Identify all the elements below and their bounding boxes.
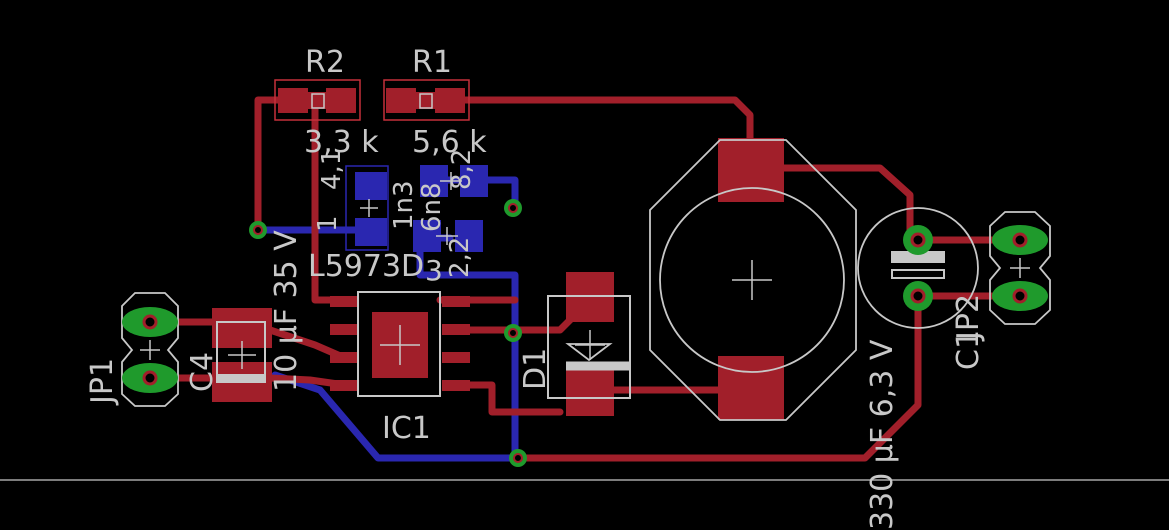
c4-name-label: C4 xyxy=(185,352,220,392)
inductor-pad-bottom[interactable] xyxy=(718,356,784,420)
r2-silk-frame xyxy=(274,79,361,121)
through-hole-pads xyxy=(122,199,1048,467)
d1-outline xyxy=(547,295,631,399)
bottom-pad[interactable] xyxy=(460,165,488,197)
inductor-outline xyxy=(649,139,857,421)
via-hole xyxy=(508,203,518,213)
ic1-pin[interactable] xyxy=(442,352,470,363)
r1-silk-mark xyxy=(419,93,433,109)
c1-name-label: C1 xyxy=(951,330,986,370)
overlap-text: 1n3 xyxy=(389,180,419,230)
ic1-outline xyxy=(357,291,441,397)
d1-pad-bottom[interactable] xyxy=(566,364,614,416)
silkscreen-text: R2 R1 3,3 k 5,6 k IC1 L5973D 4,1 1 1n3 8… xyxy=(85,45,986,530)
silkscreen-layer xyxy=(121,79,1051,421)
r2-name-label: R2 xyxy=(305,45,345,80)
jp1-hole-2 xyxy=(142,370,158,386)
via-hole xyxy=(508,328,518,338)
via-hole xyxy=(513,453,523,463)
r1-value-label: 5,6 k xyxy=(412,125,487,160)
c1-value-label: 330 µF 6,3 V xyxy=(865,339,900,530)
ic1-pin[interactable] xyxy=(442,380,470,391)
overlap-text: 1 xyxy=(313,215,343,232)
via-hole xyxy=(253,225,263,235)
top-trace[interactable] xyxy=(456,381,564,416)
r2-pad-right[interactable] xyxy=(326,88,356,113)
overlap-text: 3 xyxy=(425,254,443,287)
overlap-text: 2,2 xyxy=(445,237,475,278)
overlap-text: 6n8 xyxy=(417,182,447,232)
jp2-hole-1 xyxy=(1012,232,1028,248)
r1-silk-frame xyxy=(383,79,470,121)
jp2-hole-2 xyxy=(1012,288,1028,304)
bottom-outline-boxes xyxy=(345,165,389,251)
ic1-pin[interactable] xyxy=(330,324,358,335)
bottom-pad[interactable] xyxy=(355,172,387,200)
ic1-pin[interactable] xyxy=(442,324,470,335)
jp1-name-label: JP1 xyxy=(85,358,120,406)
r2-body xyxy=(300,92,330,109)
c1-hole-plus xyxy=(910,232,926,248)
ic1-pin[interactable] xyxy=(330,352,358,363)
bottom-pad[interactable] xyxy=(455,220,483,252)
jp1-outline xyxy=(121,292,179,407)
bottom-component-outline xyxy=(345,165,389,251)
d1-triangle xyxy=(565,343,613,362)
ic1-pin[interactable] xyxy=(330,380,358,391)
c4-value-label: 10 µF 35 V xyxy=(269,230,304,392)
ic1-pin[interactable] xyxy=(442,296,470,307)
c1-minus-bar xyxy=(891,269,945,279)
top-trace[interactable] xyxy=(511,292,922,462)
jp2-outline xyxy=(989,211,1051,325)
jp2-name-label: JP2 xyxy=(951,294,986,342)
inductor-circle xyxy=(659,187,845,373)
r1-name-label: R1 xyxy=(412,45,452,80)
c1-outline xyxy=(857,207,979,329)
c1-hole-minus xyxy=(910,288,926,304)
overlap-text: 4,1 xyxy=(317,149,347,190)
top-trace[interactable] xyxy=(451,96,754,164)
jp1-hole-1 xyxy=(142,314,158,330)
overlap-text: 8,2 xyxy=(447,149,477,190)
origin-markers xyxy=(140,172,1030,369)
ic1-name-label: IC1 xyxy=(382,411,431,446)
r2-value-label: 3,3 k xyxy=(304,125,379,160)
ic1-pin[interactable] xyxy=(330,296,358,307)
r2-silk-mark xyxy=(311,93,325,109)
bottom-pads xyxy=(355,165,488,252)
top-trace[interactable] xyxy=(776,164,914,244)
d1-name-label: D1 xyxy=(518,348,553,390)
inductor-pad-top[interactable] xyxy=(718,138,784,202)
bottom-pad[interactable] xyxy=(355,218,387,246)
ic1-part-label: L5973D xyxy=(308,249,424,284)
